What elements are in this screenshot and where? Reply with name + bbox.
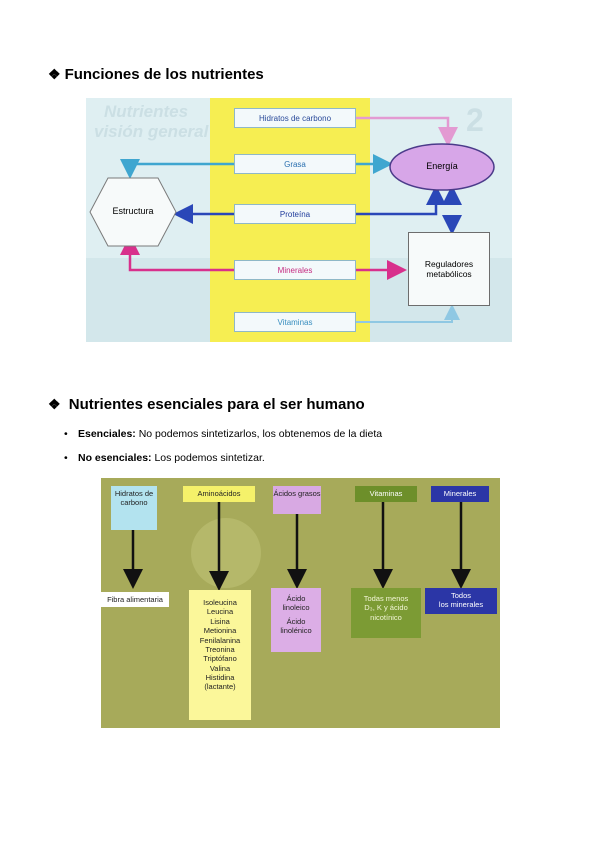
- estructura-hexagon-icon: [89, 177, 177, 247]
- funciones-diagram: Nutrientes visión general 2 Hidra: [86, 98, 512, 342]
- esenciales-arrows: [123, 502, 471, 591]
- list-item: • Esenciales: No podemos sintetizarlos, l…: [62, 428, 382, 440]
- nutrient-box-proteina: Proteína: [234, 204, 356, 224]
- energia-label: Energía: [426, 161, 458, 171]
- nutrient-box-hidratos: Hidratos de carbono: [234, 108, 356, 128]
- list-item: Metionina: [203, 626, 237, 636]
- list-item: Lisina: [210, 616, 230, 626]
- list-item: Valina: [209, 663, 231, 673]
- header-vitaminas: Vitaminas: [355, 486, 417, 502]
- nutrient-box-minerales: Minerales: [234, 260, 356, 280]
- list-item: Histidina: [205, 673, 235, 682]
- arrow-minerales-estructura: [120, 235, 236, 272]
- section-title-funciones: ❖Funciones de los nutrientes: [48, 66, 264, 83]
- header-acidos: Ácidos grasos: [273, 486, 321, 514]
- nutrient-box-vitaminas: Vitaminas: [234, 312, 356, 332]
- list-item: Leucina: [206, 607, 234, 617]
- list-item: (lactante): [204, 682, 236, 692]
- watermark-nutrientes: Nutrientes: [104, 102, 189, 121]
- list-item: • No esenciales: Los podemos sintetizar.: [62, 452, 382, 464]
- result-hidratos: Fibra alimentaria: [101, 592, 169, 607]
- bullet-dot-icon: •: [64, 452, 68, 464]
- header-minerales: Minerales: [431, 486, 489, 502]
- term-label: Esenciales:: [78, 428, 136, 440]
- bullet-dot-icon: •: [64, 428, 68, 440]
- section-title-text: Funciones de los nutrientes: [64, 66, 264, 83]
- energia-ellipse-icon: [389, 143, 495, 191]
- section-title-text: Nutrientes esenciales para el ser humano: [68, 396, 365, 413]
- estructura-label: Estructura: [112, 206, 154, 216]
- reguladores-box: Reguladores metabólicos: [408, 232, 490, 306]
- watermark-number: 2: [466, 102, 484, 138]
- arrow-grasa-estructura: [120, 159, 236, 179]
- result-minerales: Todos los minerales: [425, 588, 497, 614]
- diagram-arrows: [120, 116, 462, 323]
- diamond-bullet-icon: ❖: [48, 396, 61, 412]
- list-item: Ácido: [286, 616, 306, 626]
- reguladores-label-2: metabólicos: [426, 269, 472, 279]
- list-item: Triptófano: [203, 654, 237, 664]
- result-vitaminas: Todas menos D₃, K y ácido nicotínico: [351, 588, 421, 638]
- definitions-list: • Esenciales: No podemos sintetizarlos, l…: [62, 428, 382, 476]
- term-text: Los podemos sintetizar.: [151, 452, 265, 464]
- result-aminoacidos: Isoleucina Leucina Lisina Metionina Feni…: [189, 590, 251, 720]
- watermark-vision: visión general: [94, 122, 209, 141]
- list-item: Todos: [450, 591, 471, 600]
- list-item: D₃, K y ácido: [364, 603, 408, 613]
- arrow-proteina-energia: [348, 185, 446, 216]
- list-item: Treonina: [205, 644, 235, 654]
- section-title-esenciales: ❖ Nutrientes esenciales para el ser huma…: [48, 396, 365, 413]
- list-item: Ácido: [286, 594, 306, 603]
- diamond-bullet-icon: ❖: [48, 66, 61, 82]
- header-hidratos-text: Hidratos de carbono: [114, 489, 154, 508]
- list-item: Fenilalanina: [199, 635, 241, 645]
- list-item: los minerales: [438, 600, 484, 610]
- list-item: Isoleucina: [203, 598, 237, 607]
- header-hidratos: Hidratos de carbono: [111, 486, 157, 530]
- term-label: No esenciales:: [78, 452, 152, 464]
- esenciales-diagram: Hidratos de carbono Aminoácidos Ácidos g…: [101, 478, 500, 728]
- nutrient-box-grasa: Grasa: [234, 154, 356, 174]
- reguladores-label-1: Reguladores: [424, 259, 474, 269]
- term-text: No podemos sintetizarlos, los obtenemos …: [135, 428, 383, 440]
- list-item: nicotínico: [370, 612, 402, 622]
- arrow-hidratos-energia: [348, 116, 458, 147]
- result-acidos: Ácido linoleico Ácido linolénico: [271, 588, 321, 652]
- list-item: linoleico: [282, 603, 310, 613]
- header-aminoacidos: Aminoácidos: [183, 486, 255, 502]
- arrow-vitaminas-reguladores: [348, 304, 460, 323]
- list-item: linolénico: [280, 626, 312, 636]
- list-item: Todas menos: [363, 594, 409, 603]
